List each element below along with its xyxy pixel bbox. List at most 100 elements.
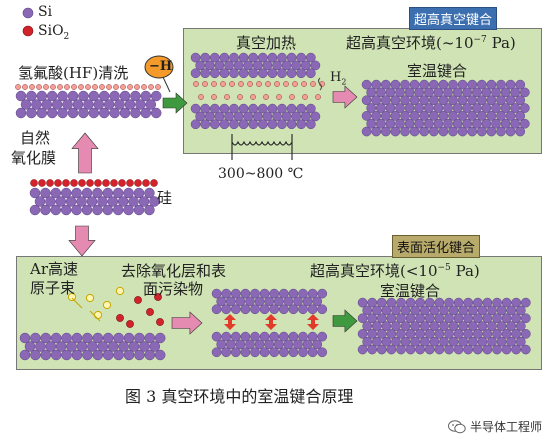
silicon-atom [453, 297, 464, 308]
wechat-logo-icon [448, 419, 466, 434]
surface-atom [99, 84, 105, 90]
silicon-atom [400, 126, 410, 137]
silicon-atom [262, 60, 273, 71]
silicon-atom [433, 118, 444, 129]
surface-atom [102, 179, 110, 187]
silicon-atom [60, 204, 72, 216]
silicon-atom [257, 103, 268, 114]
silicon-atom [439, 336, 449, 347]
silicon-atom [102, 187, 114, 199]
silicon-atom [438, 126, 449, 137]
h2-release-squiggle [318, 77, 322, 91]
silicon-atom [288, 347, 299, 358]
silicon-atom [235, 339, 246, 350]
silicon-atom [144, 332, 156, 344]
silicon-atom [400, 321, 411, 331]
silicon-atom [81, 204, 93, 216]
silicon-atom [458, 305, 469, 316]
silicon-atom [375, 118, 386, 129]
silicon-atom [467, 305, 478, 316]
silicon-atom [448, 321, 459, 331]
silicon-atom [400, 305, 411, 316]
silicon-atom [395, 118, 405, 129]
silicon-atom [139, 341, 150, 352]
silicon-atom [29, 187, 41, 199]
silicon-atom [190, 52, 201, 63]
silicon-atom [414, 87, 425, 98]
silicon-atom [219, 68, 230, 79]
silicon-atom [400, 336, 411, 347]
silicon-atom [520, 297, 531, 308]
silicon-atom [50, 332, 62, 344]
silicon-atom [429, 305, 440, 316]
silicon-atom [46, 90, 58, 102]
silicon-atom [119, 90, 131, 102]
silicon-atom [519, 103, 530, 113]
silicon-atom [462, 87, 473, 98]
silicon-atom [405, 313, 416, 324]
surface-atom [134, 84, 140, 90]
silicon-atom [391, 321, 401, 331]
silicon-atom [487, 305, 497, 316]
silicon-atom [457, 126, 468, 137]
silicon-atom [296, 52, 307, 63]
silicon-atom [134, 349, 145, 361]
surface-atom [106, 84, 112, 90]
ar-beam-label-1: Ar高速 [30, 260, 79, 278]
silicon-atom [501, 313, 512, 324]
silicon-atom [278, 288, 289, 299]
silicon-atom [252, 60, 263, 71]
silicon-atom [429, 336, 440, 347]
silicon-atom [264, 339, 275, 350]
silicon-atom [367, 344, 378, 355]
silicon-atom [467, 336, 478, 347]
silicon-atom [46, 107, 58, 119]
silicon-atom [71, 332, 83, 344]
silicon-atom [123, 204, 134, 216]
silicon-atom [492, 313, 502, 324]
silicon-atom [300, 111, 311, 122]
silicon-atom [511, 329, 522, 339]
silicon-atom [243, 111, 254, 122]
surface-atom [85, 84, 91, 90]
silicon-atom [463, 313, 474, 324]
silicon-atom [405, 297, 416, 308]
silicon-atom [298, 347, 308, 358]
silicon-atom [361, 95, 372, 106]
silicon-atom [112, 204, 124, 216]
surface-atom [150, 179, 158, 187]
silicon-atom [288, 304, 299, 315]
silicon-atom [448, 126, 458, 137]
silicon-atom [92, 332, 104, 344]
contaminant-atom [134, 296, 142, 304]
surface-atom [302, 94, 308, 100]
silicon-atom [50, 187, 62, 199]
silicon-atom [453, 344, 464, 355]
silicon-atom [224, 60, 234, 71]
silicon-atom [102, 349, 114, 361]
silicon-atom [486, 126, 497, 137]
silicon-atom [211, 347, 222, 358]
silicon-atom [376, 313, 387, 324]
surface-atom [71, 84, 77, 90]
silicon-atom [472, 313, 483, 324]
silicon-atom [361, 111, 372, 121]
surface-atom [237, 94, 243, 100]
surface-atom [198, 94, 204, 100]
silicon-atom [515, 126, 526, 137]
native-oxide-row [30, 179, 158, 187]
silicon-atom [149, 196, 160, 207]
silicon-atom [134, 332, 145, 344]
silicon-atom [462, 103, 473, 113]
silicon-atom [221, 304, 232, 315]
silicon-atom [409, 111, 420, 121]
silicon-atom [41, 99, 53, 110]
surface-atom [283, 81, 289, 87]
silicon-atom [238, 52, 249, 63]
silicon-atom [61, 349, 72, 361]
silicon-atom [482, 329, 493, 339]
silicon-atom [76, 196, 87, 207]
silicon-atom [298, 304, 308, 315]
silicon-atom [19, 349, 31, 361]
silicon-atom [36, 107, 48, 119]
